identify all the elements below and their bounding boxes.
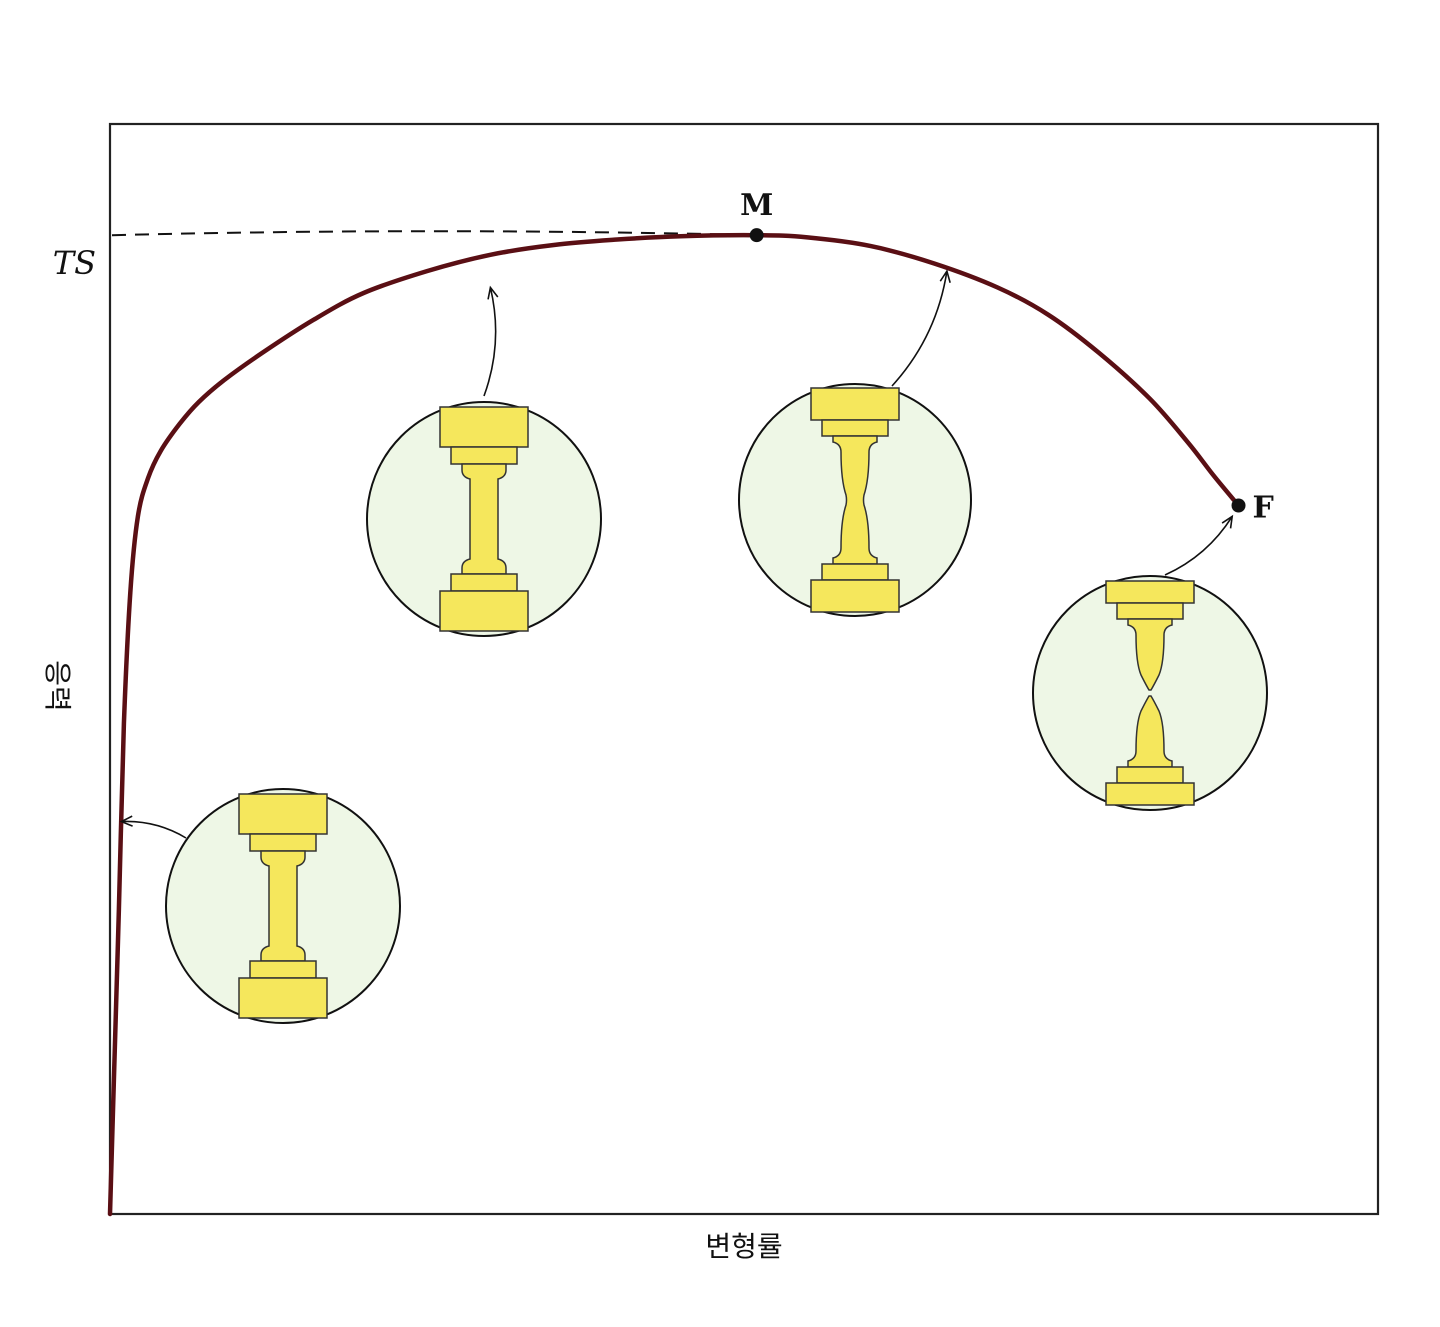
- x-axis-label: 변형률: [705, 1231, 782, 1262]
- series-line: [107, 232, 1241, 1217]
- arrow-elastic: [119, 815, 187, 839]
- arrow-necking-onset: [891, 269, 951, 387]
- inset-uniform-plastic: [366, 285, 602, 637]
- point-f-label: F: [1253, 491, 1274, 526]
- y-axis-label: 응력: [42, 660, 73, 712]
- inset-necking-onset: [738, 269, 972, 617]
- arrow-uniform-plastic: [483, 285, 499, 397]
- point-f-marker: [1231, 498, 1246, 513]
- arrow-fracture: [1164, 514, 1234, 576]
- ts-reference-line: [111, 230, 757, 237]
- ts-label: TS: [53, 244, 96, 282]
- inset-fracture: [1032, 514, 1268, 811]
- point-m-label: M: [740, 188, 773, 223]
- inset-elastic: [119, 788, 401, 1024]
- point-m-marker: [749, 228, 764, 243]
